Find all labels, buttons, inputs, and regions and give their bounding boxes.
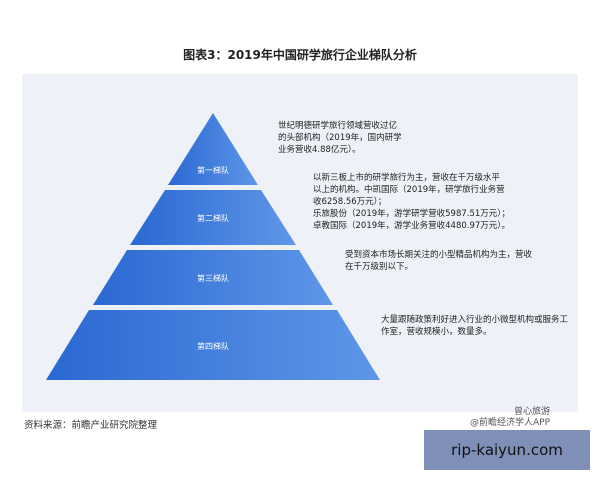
- desc-line: 的头部机构（2019年，国内研学: [278, 133, 402, 143]
- credit-line: @前瞻经济学人APP: [470, 418, 551, 428]
- chart-title: 图表3：2019年中国研学旅行企业梯队分析: [183, 48, 417, 62]
- desc-line: 以新三板上市的研学旅行为主，营收在千万级水平: [313, 173, 501, 183]
- desc-line: 受到资本市场长期关注的小型精品机构为主，营收: [345, 250, 533, 260]
- desc-line: 乐旅股份（2019年，游学研学营收5987.51万元）；: [313, 209, 511, 219]
- tier-2-label: 第二梯队: [197, 213, 229, 223]
- tier-1-shape: [168, 113, 258, 185]
- credit: 曾心旅游 @前瞻经济学人APP: [470, 407, 550, 429]
- tier-3-label: 第三梯队: [197, 273, 229, 283]
- tier-3-shape: [93, 250, 333, 305]
- source-note: 资料来源：前瞻产业研究院整理: [24, 420, 158, 431]
- tier-3-description: 受到资本市场长期关注的小型精品机构为主，营收 在千万级别以下。: [345, 249, 532, 273]
- tier-2-description: 以新三板上市的研学旅行为主，营收在千万级水平 以上的机构。中凯国际（2019年，…: [313, 172, 510, 232]
- desc-line: 业务营收4.88亿元）。: [278, 145, 361, 155]
- desc-line: 在千万级别以下。: [345, 262, 414, 272]
- watermark-banner: rip-kaiyun.com: [424, 430, 590, 470]
- desc-line: 作室，营收规模小，数量多。: [381, 327, 492, 337]
- desc-line: 世纪明德研学旅行领域营收过亿: [278, 121, 398, 131]
- desc-line: 大量跟随政策利好进入行业的小微型机构或服务工: [381, 315, 569, 325]
- tier-2-shape: [130, 190, 296, 245]
- desc-line: 收6258.56万元）；: [313, 197, 387, 207]
- tier-4-description: 大量跟随政策利好进入行业的小微型机构或服务工 作室，营收规模小，数量多。: [381, 314, 568, 338]
- tier-4-shape: [46, 310, 380, 380]
- tier-1-description: 世纪明德研学旅行领域营收过亿 的头部机构（2019年，国内研学 业务营收4.88…: [278, 120, 402, 156]
- tier-4-label: 第四梯队: [197, 341, 229, 351]
- desc-line: 以上的机构。中凯国际（2019年，研学旅行业务营: [313, 185, 505, 195]
- desc-line: 卓教国际（2019年，游学业务营收4480.97万元）。: [313, 221, 511, 231]
- tier-1-label: 第一梯队: [197, 165, 229, 175]
- credit-line: 曾心旅游: [514, 407, 551, 417]
